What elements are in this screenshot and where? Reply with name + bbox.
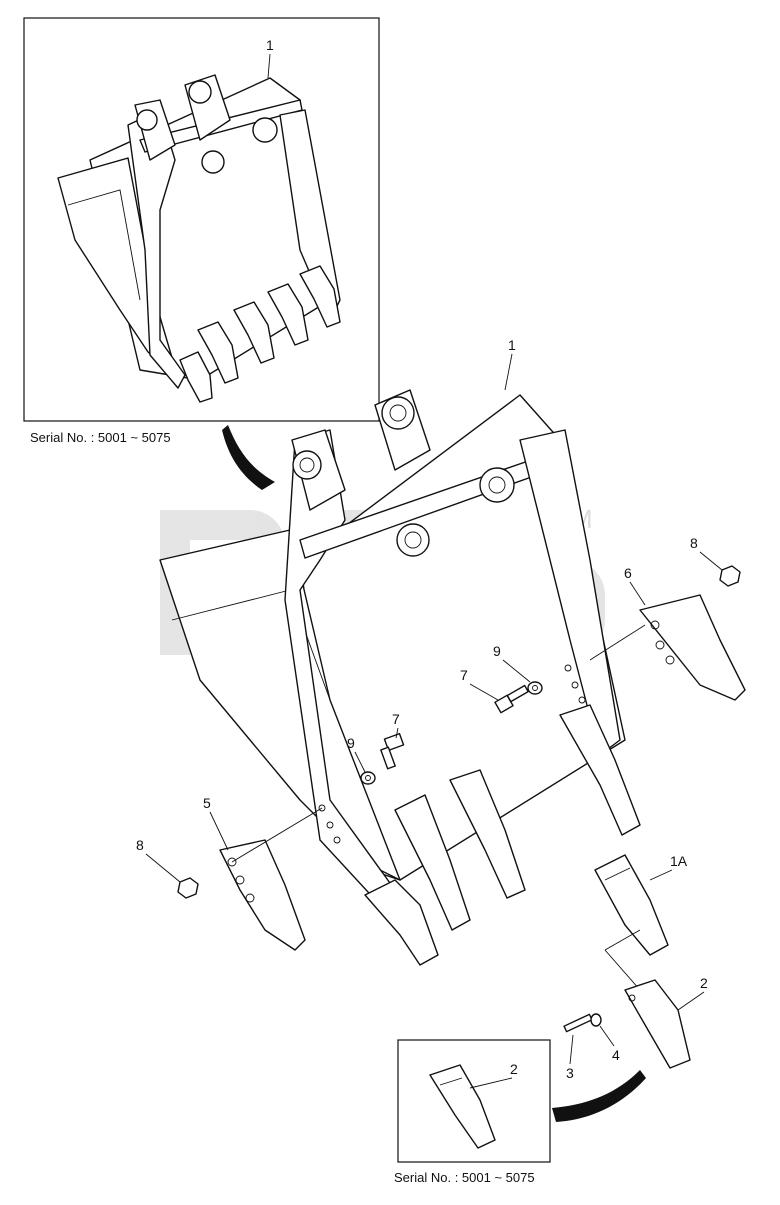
- bolt-left: [380, 732, 405, 770]
- callout-side-cutter-right: 6: [624, 565, 632, 581]
- inset-top-callout: 1: [266, 37, 274, 53]
- callout-washer-left: 9: [347, 735, 355, 751]
- inset-bottom-frame: [397, 1039, 551, 1163]
- callout-pin: 3: [566, 1065, 574, 1081]
- inset-top-caption: Serial No. : 5001 ~ 5075: [30, 430, 171, 445]
- callout-nut-left: 8: [136, 837, 144, 853]
- callout-tooth: 2: [700, 975, 708, 991]
- bucket-teeth: [364, 704, 641, 966]
- side-cutter-right: [639, 594, 746, 701]
- inset-top-bucket-drawing: 1: [57, 37, 341, 403]
- callout-side-cutter-left: 5: [203, 795, 211, 811]
- main-bucket-drawing: [159, 389, 641, 966]
- inset-bottom-caption: Serial No. : 5001 ~ 5075: [394, 1170, 535, 1185]
- washer-right: [527, 681, 543, 695]
- callout-bolt-right: 7: [460, 667, 468, 683]
- callout-lock: 4: [612, 1047, 620, 1063]
- nut-left: [177, 877, 199, 899]
- callout-nut-right: 8: [690, 535, 698, 551]
- pin: [563, 1013, 593, 1033]
- inset-bottom-callout: 2: [510, 1061, 518, 1077]
- tooth: [624, 979, 691, 1069]
- tooth-assembly: [594, 854, 669, 956]
- side-cutter-left: [219, 839, 306, 951]
- washer-left: [360, 771, 376, 785]
- inset-bottom-tooth-drawing: [429, 1064, 496, 1149]
- bolt-right: [494, 684, 529, 714]
- callout-washer-right: 9: [493, 643, 501, 659]
- callout-bolt-left: 7: [392, 711, 400, 727]
- transition-arrow-top: [222, 425, 275, 490]
- nut-right: [719, 565, 741, 587]
- transition-arrow-bottom: [552, 1070, 646, 1122]
- callout-tooth-assembly: 1A: [670, 853, 688, 869]
- lock: [590, 1013, 602, 1027]
- inset-top-frame: [23, 17, 380, 422]
- callout-bucket: 1: [508, 337, 516, 353]
